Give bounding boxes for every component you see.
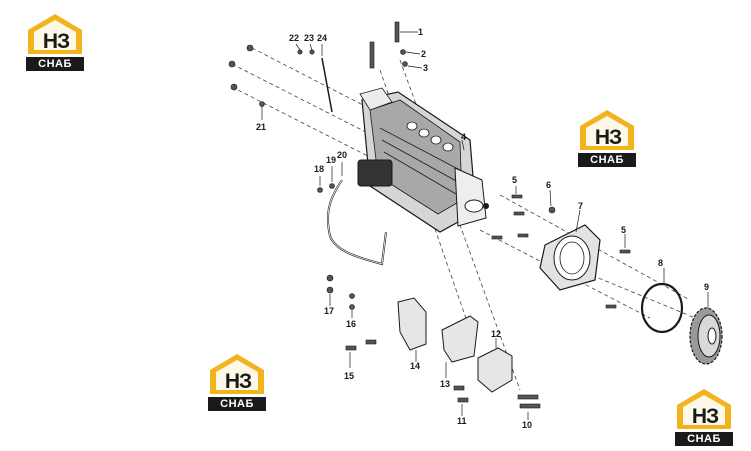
watermark-logo: НЗ СНАБ <box>206 352 268 412</box>
callout-8: 8 <box>658 258 663 268</box>
logo-letters: НЗ <box>42 30 70 53</box>
leader-lines <box>261 31 709 420</box>
logo-house-icon <box>210 354 264 394</box>
callout-23: 23 <box>304 33 314 43</box>
logo-house-icon <box>580 110 634 150</box>
watermark-logo: НЗ СНАБ <box>24 12 86 72</box>
mounting-brackets <box>397 297 513 393</box>
adapter-plate <box>539 224 601 291</box>
callout-11: 11 <box>457 416 467 426</box>
injection-pump <box>357 87 489 233</box>
logo-word: СНАБ <box>208 397 266 411</box>
callout-16: 16 <box>346 319 356 329</box>
logo-letters: НЗ <box>691 405 719 428</box>
logo-house-icon <box>28 14 82 54</box>
callout-10: 10 <box>522 420 532 430</box>
logo-house-icon <box>677 389 731 429</box>
callout-19: 19 <box>326 155 336 165</box>
callout-5: 5 <box>512 175 517 185</box>
callout-7: 7 <box>578 201 583 211</box>
callout-1: 1 <box>418 27 423 37</box>
control-rod <box>321 57 333 113</box>
watermark-logo: НЗ СНАБ <box>576 108 638 168</box>
fuel-line <box>326 179 387 266</box>
logo-letters: НЗ <box>224 370 252 393</box>
callout-20: 20 <box>337 150 347 160</box>
callout-12: 12 <box>491 329 501 339</box>
watermark-logo: НЗ СНАБ <box>673 387 735 447</box>
callout-9: 9 <box>704 282 709 292</box>
callout-18: 18 <box>314 164 324 174</box>
callout-14: 14 <box>410 361 420 371</box>
logo-word: СНАБ <box>578 153 636 167</box>
fasteners <box>228 21 631 409</box>
logo-letters: НЗ <box>594 126 622 149</box>
drive-gear <box>689 307 723 365</box>
callout-22: 22 <box>289 33 299 43</box>
callout-labels: 1 2 3 4 5 6 7 5 8 9 10 11 12 13 14 15 16… <box>256 27 709 430</box>
callout-13: 13 <box>440 379 450 389</box>
callout-3: 3 <box>423 63 428 73</box>
logo-word: СНАБ <box>26 57 84 71</box>
callout-24: 24 <box>317 33 327 43</box>
o-ring <box>640 282 684 334</box>
callout-5b: 5 <box>621 225 626 235</box>
callout-2: 2 <box>421 49 426 59</box>
callout-15: 15 <box>344 371 354 381</box>
callout-21: 21 <box>256 122 266 132</box>
callout-4: 4 <box>461 132 466 142</box>
callout-6: 6 <box>546 180 551 190</box>
logo-word: СНАБ <box>675 432 733 446</box>
callout-17: 17 <box>324 306 334 316</box>
